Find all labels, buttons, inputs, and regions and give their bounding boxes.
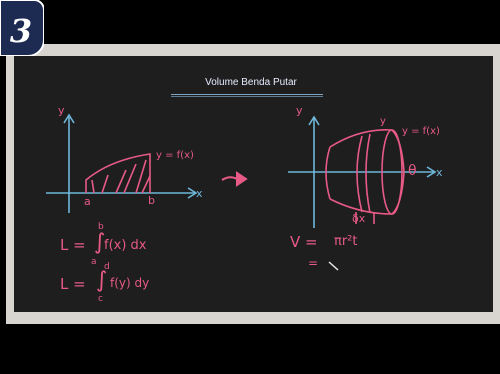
formula-1-lhs: L = bbox=[60, 236, 86, 254]
formula-2-integral: ∫ bbox=[96, 268, 108, 293]
dx-label: δx bbox=[352, 212, 366, 225]
left-y-label: y bbox=[58, 104, 65, 117]
right-axes bbox=[288, 115, 437, 228]
slide-number: 3 bbox=[10, 12, 32, 50]
radius-label: y bbox=[380, 116, 386, 127]
left-axes bbox=[46, 113, 198, 213]
formula-2-lower: c bbox=[98, 294, 103, 304]
right-y-label: y bbox=[296, 104, 303, 117]
slide-number-badge: 3 bbox=[0, 0, 45, 57]
formula-3-lhs: V = bbox=[290, 233, 318, 251]
right-x-label: x bbox=[436, 166, 443, 179]
slide-title: Volume Benda Putar bbox=[205, 77, 297, 88]
pen-cursor-icon bbox=[328, 261, 339, 271]
transform-arrow bbox=[221, 171, 248, 187]
formula-1-lower: a bbox=[91, 257, 97, 267]
left-curve bbox=[85, 153, 151, 194]
formula-2-body: f(y) dy bbox=[110, 276, 150, 290]
center-mark: θ bbox=[408, 163, 417, 179]
formula-3-body: πr²t bbox=[334, 234, 358, 249]
formula-4-lhs: = bbox=[308, 256, 319, 270]
formula-1-body: f(x) dx bbox=[104, 238, 147, 253]
label-b: b bbox=[148, 194, 155, 207]
label-a: a bbox=[84, 195, 91, 208]
solid-of-revolution bbox=[325, 129, 405, 224]
title-underline-2 bbox=[171, 96, 323, 97]
chalkboard bbox=[14, 56, 493, 312]
title-underline bbox=[171, 94, 323, 95]
formula-2-lhs: L = bbox=[60, 275, 86, 293]
formula-2-upper: d bbox=[104, 262, 110, 272]
left-curve-label: y = f(x) bbox=[156, 150, 194, 161]
formula-1-integral: ∫ bbox=[94, 230, 106, 255]
right-curve-label: y = f(x) bbox=[402, 126, 440, 137]
left-x-label: x bbox=[196, 187, 203, 200]
formula-1-upper: b bbox=[98, 222, 104, 232]
